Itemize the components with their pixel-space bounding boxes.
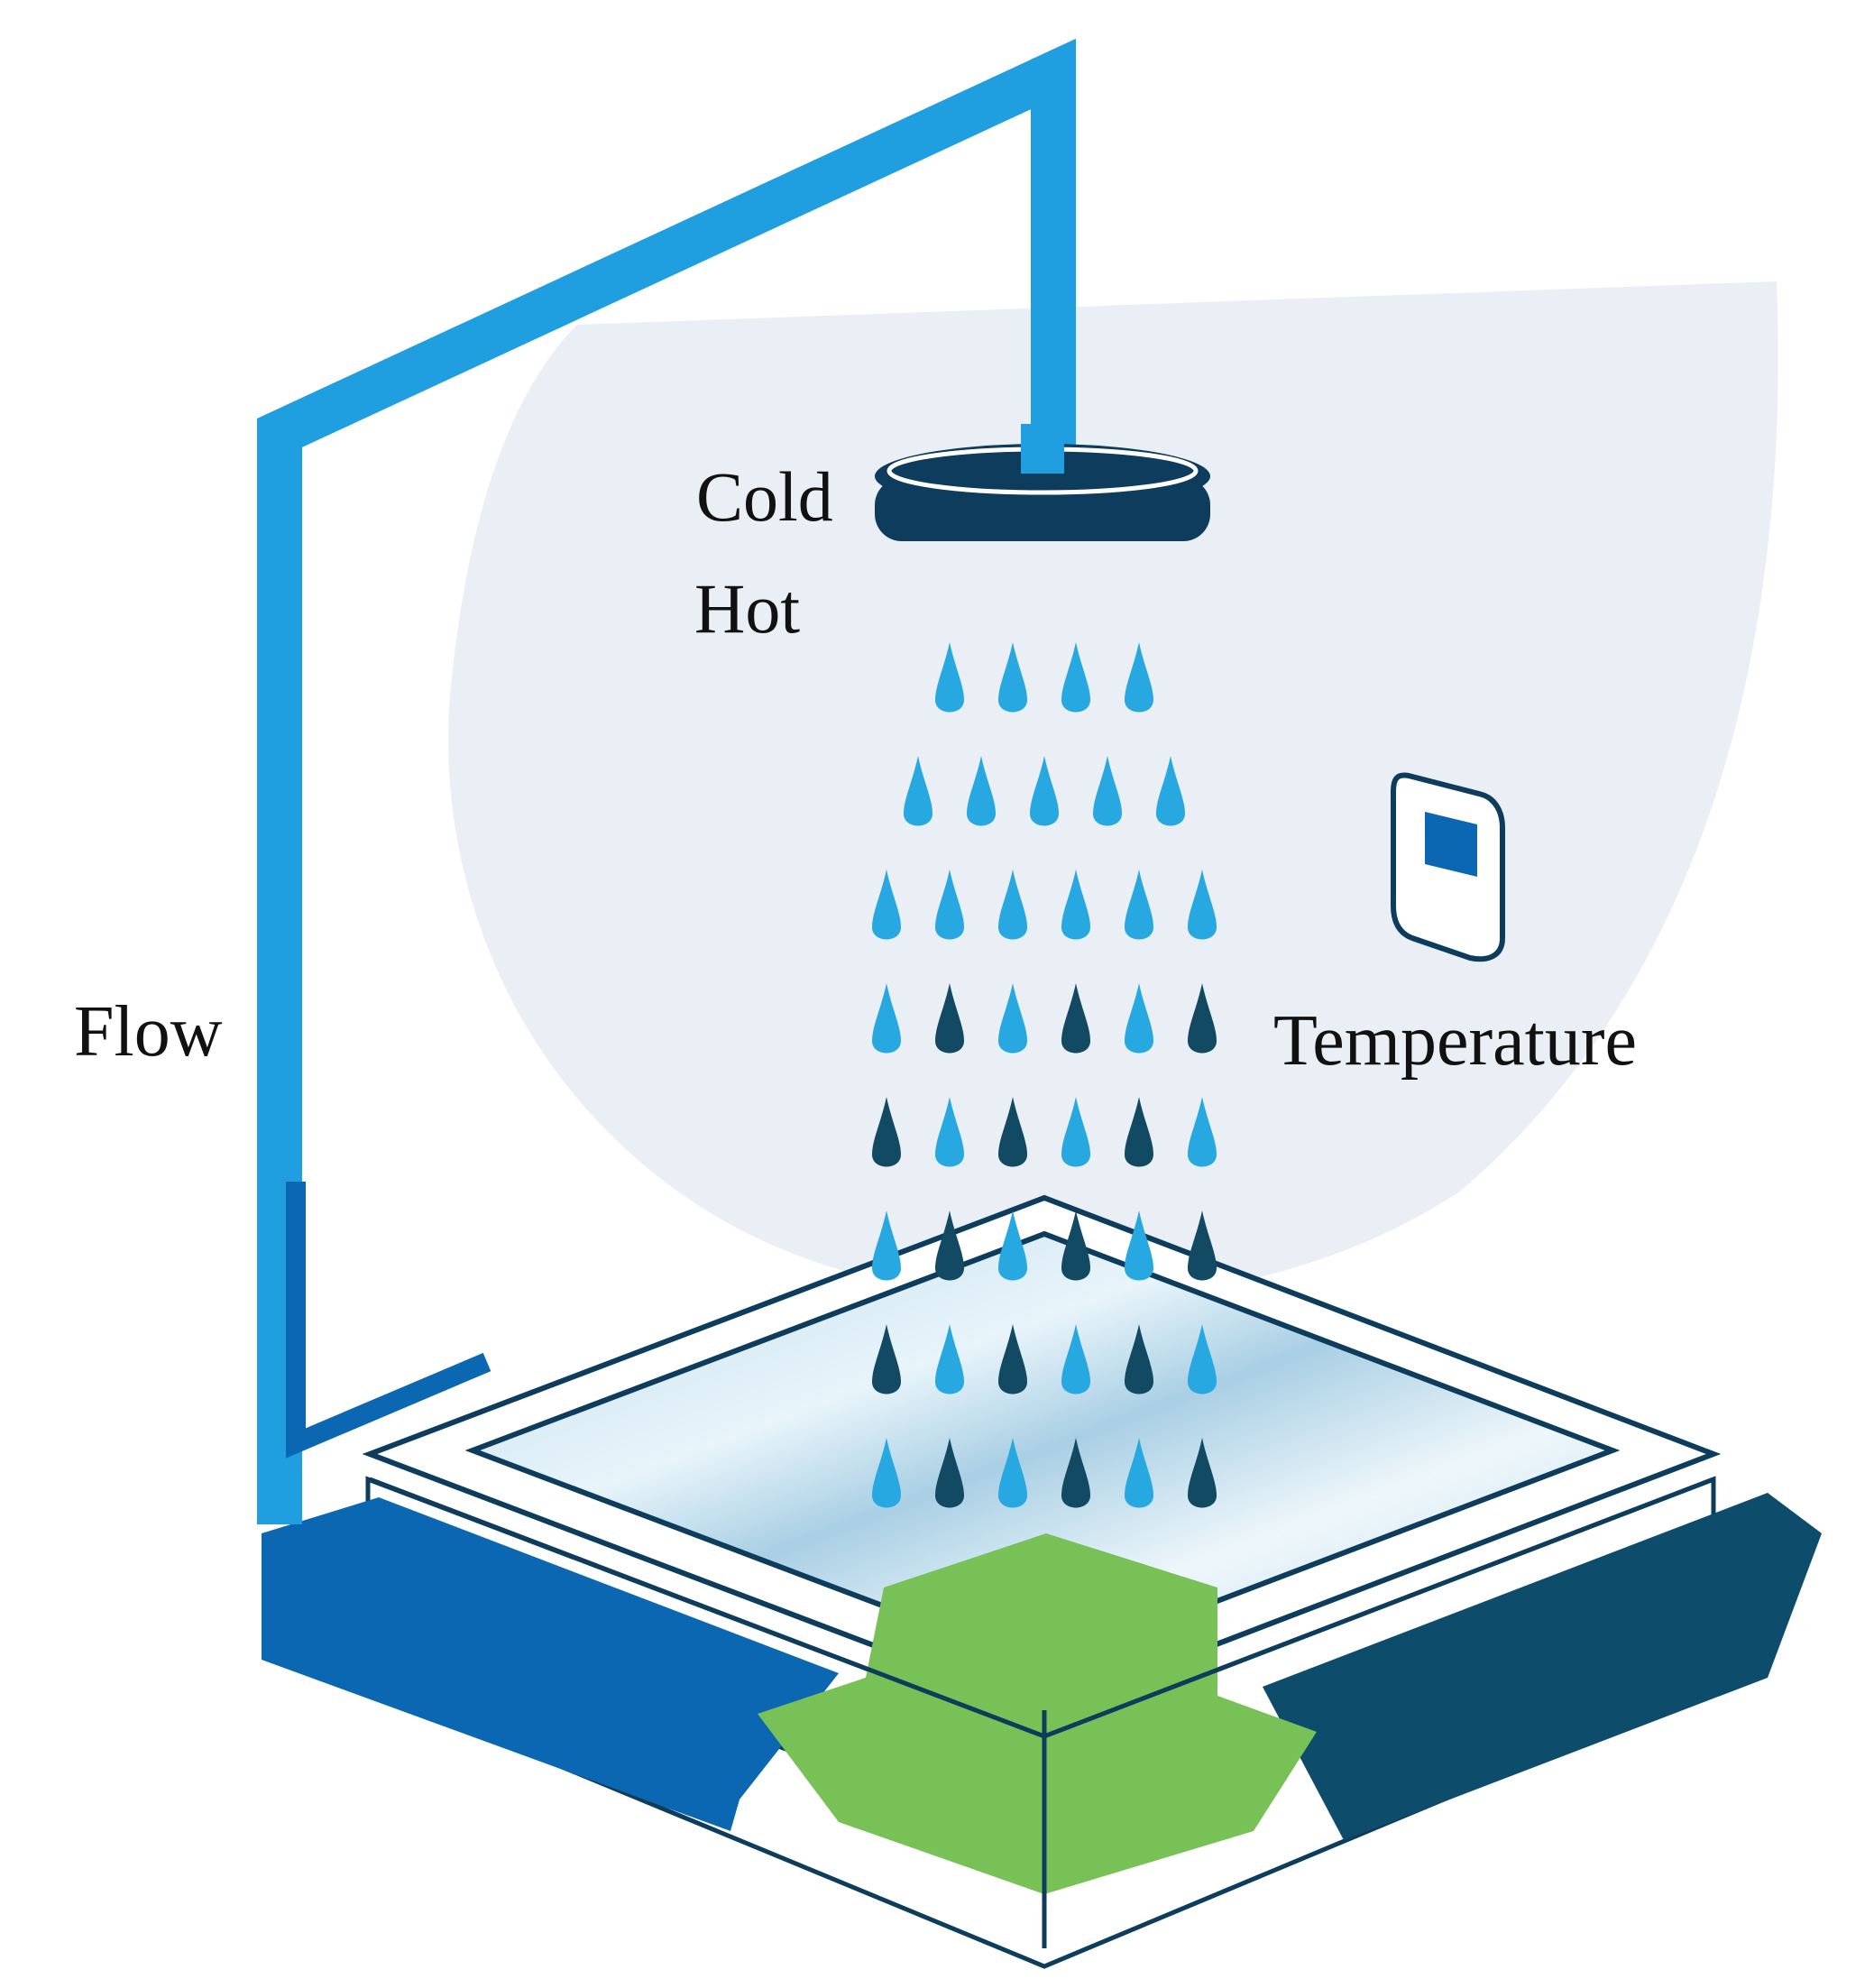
cold-label: Cold: [696, 457, 833, 536]
water-drop-icon: [935, 870, 964, 940]
water-drop-icon: [1125, 870, 1153, 940]
water-drop-icon: [935, 642, 964, 713]
water-drop-icon: [1125, 1438, 1153, 1508]
water-drop-icon: [998, 1097, 1027, 1167]
side-panel-right: [1263, 1493, 1822, 1840]
water-drop-icon: [1061, 983, 1090, 1054]
water-drop-icon: [1188, 870, 1217, 940]
flow-label: Flow: [74, 992, 223, 1072]
water-drop-icon: [1125, 1210, 1153, 1281]
water-drop-icon: [1061, 1324, 1090, 1394]
water-drop-icon: [1188, 983, 1217, 1054]
water-drop-icon: [904, 756, 932, 826]
water-pipe: [257, 38, 1076, 1524]
tray-glass-pane: [464, 1230, 1621, 1670]
water-drop-icon: [998, 870, 1027, 940]
water-drop-icon: [967, 756, 996, 826]
side-panel-left: [262, 1497, 839, 1831]
water-drop-icon: [1125, 1324, 1153, 1394]
water-drop-icon: [1188, 1324, 1217, 1394]
water-drop-icon: [1061, 1097, 1090, 1167]
water-drop-icon: [935, 983, 964, 1054]
green-sample-block: [758, 1533, 1317, 1894]
water-drops: [872, 642, 1217, 1508]
water-drop-icon: [998, 1210, 1027, 1281]
water-drop-icon: [1030, 756, 1059, 826]
water-drop-icon: [1188, 1097, 1217, 1167]
hot-label: Hot: [694, 569, 800, 648]
water-drop-icon: [998, 642, 1027, 713]
shower-head-icon: [875, 424, 1210, 541]
water-drop-icon: [935, 1097, 964, 1167]
water-drop-icon: [872, 1210, 901, 1281]
water-drop-icon: [872, 1324, 901, 1394]
water-drop-icon: [1188, 1438, 1217, 1508]
water-drop-icon: [1061, 1438, 1090, 1508]
water-drop-icon: [935, 1210, 964, 1281]
water-drop-icon: [998, 1324, 1027, 1394]
water-drop-icon: [872, 870, 901, 940]
water-drop-icon: [998, 1438, 1027, 1508]
water-drop-icon: [1061, 642, 1090, 713]
water-drop-icon: [1093, 756, 1122, 826]
water-drop-icon: [998, 983, 1027, 1054]
water-drop-icon: [1188, 1210, 1217, 1281]
tray-inner-rim: [369, 1477, 1714, 1739]
water-drop-icon: [1061, 1210, 1090, 1281]
water-drop-icon: [935, 1438, 964, 1508]
water-drop-icon: [872, 983, 901, 1054]
water-drop-icon: [1125, 1097, 1153, 1167]
water-drop-icon: [872, 1438, 901, 1508]
water-drop-icon: [1125, 642, 1153, 713]
water-drop-icon: [935, 1324, 964, 1394]
water-drop-icon: [1156, 756, 1185, 826]
water-drop-icon: [872, 1097, 901, 1167]
water-drop-icon: [1125, 983, 1153, 1054]
thermostat-icon: [1391, 772, 1505, 962]
flow-meter-branch: [286, 1182, 491, 1459]
temperature-label: Temperature: [1273, 1001, 1638, 1081]
water-drop-icon: [1061, 870, 1090, 940]
